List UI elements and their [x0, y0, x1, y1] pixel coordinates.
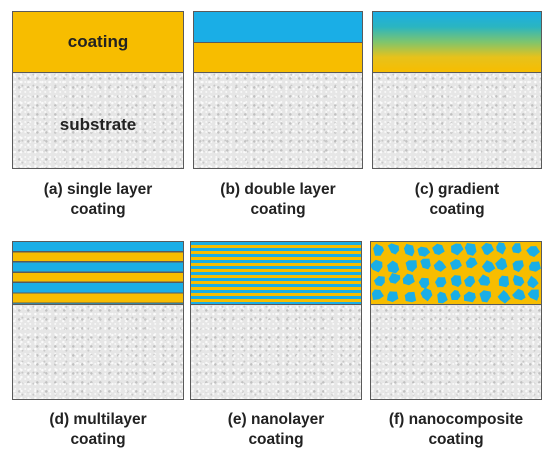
- caption-single-layer: (a) single layer coating: [2, 180, 194, 220]
- caption-line-2: coating: [429, 201, 485, 218]
- caption-line-2: coating: [250, 201, 306, 218]
- nanocomposite-grain: [417, 246, 431, 257]
- nanocomposite-grain: [387, 260, 400, 274]
- nanocomposite-grain: [387, 291, 399, 303]
- nanocomposite-grain: [464, 275, 476, 288]
- nanocomposite-grain: [373, 276, 385, 287]
- nanocomposite-grain: [418, 277, 430, 289]
- substrate-layer: [373, 72, 541, 168]
- nanocomposite-grain: [433, 260, 447, 272]
- caption-line-2: coating: [248, 431, 304, 448]
- coating-layer: [13, 12, 183, 72]
- nanocomposite-grain: [387, 243, 400, 255]
- nanocomposite-grain: [435, 277, 447, 288]
- panel-multilayer: [12, 241, 184, 400]
- caption-line-2: coating: [70, 431, 126, 448]
- nanocomposite-grain: [511, 243, 522, 254]
- coating-label: coating: [67, 32, 129, 51]
- nanocomposite-grain: [437, 291, 448, 304]
- nanocomposite-grain: [404, 291, 417, 303]
- nanocomposite-grain: [481, 260, 496, 273]
- caption-double-layer: (b) double layer coating: [183, 180, 373, 220]
- substrate-layer: [191, 304, 361, 399]
- nanocomposite-grain: [464, 243, 477, 256]
- nanocomposite-grain: [371, 259, 383, 273]
- panel-nanolayer: [190, 241, 362, 400]
- nanocomposite-grains: [371, 242, 541, 304]
- nanocomposite-grain: [451, 243, 464, 256]
- caption-nanolayer: (e) nanolayer coating: [180, 410, 372, 450]
- nanocomposite-grain: [449, 259, 462, 270]
- nanocomposite-grain: [465, 257, 478, 269]
- nanocomposite-grain: [498, 275, 510, 288]
- nanocomposite-grain: [527, 275, 539, 289]
- nanocomposite-grain: [402, 273, 415, 286]
- caption-line-1: (d) multilayer: [49, 411, 147, 428]
- caption-line-1: (e) nanolayer: [227, 411, 325, 428]
- gradient-coating-layer: [373, 12, 541, 72]
- panel-double-layer: [193, 11, 363, 169]
- substrate-layer: [371, 304, 541, 399]
- caption-line-1: (f) nanocomposite: [388, 411, 524, 428]
- caption-line-2: coating: [428, 431, 484, 448]
- substrate-layer: [194, 72, 362, 168]
- substrate-layer: [13, 72, 183, 168]
- nanocomposite-grain: [463, 291, 476, 303]
- nanocomposite-grain: [497, 290, 511, 304]
- nanocomposite-grain: [512, 288, 526, 301]
- nanocomposite-coating-layer: [371, 242, 541, 304]
- top-layer: [194, 12, 362, 43]
- nanocomposite-grain: [527, 289, 539, 301]
- nanocomposite-grain: [478, 274, 491, 286]
- nanocomposite-grain: [481, 242, 494, 256]
- nanocomposite-grain: [405, 260, 417, 273]
- caption-line-2: coating: [70, 201, 126, 218]
- panel-nanocomposite: [370, 241, 542, 400]
- nanocomposite-grain: [432, 243, 445, 255]
- nanocomposite-grain: [420, 258, 431, 270]
- nanocomposite-grain: [479, 290, 492, 303]
- nanocomposite-grain: [450, 275, 462, 287]
- nanocomposite-grain: [373, 243, 385, 256]
- nanocomposite-grain: [512, 260, 524, 273]
- nanocomposite-grain: [495, 257, 508, 271]
- nanocomposite-grain: [450, 290, 461, 300]
- nanocomposite-grain: [371, 289, 384, 300]
- caption-multilayer: (d) multilayer coating: [2, 410, 194, 450]
- caption-gradient: (c) gradient coating: [362, 180, 550, 220]
- caption-line-1: (a) single layer: [43, 181, 153, 198]
- caption-line-1: (b) double layer: [220, 181, 336, 198]
- panel-gradient: [372, 11, 542, 169]
- substrate-label: substrate: [59, 115, 137, 134]
- nanocomposite-grain: [496, 242, 506, 255]
- nanocomposite-grain: [420, 287, 433, 302]
- panel-single-layer: coating substrate: [12, 11, 184, 169]
- nanolayer-stack: [191, 242, 361, 304]
- caption-nanocomposite: (f) nanocomposite coating: [360, 410, 550, 450]
- nanocomposite-grain: [528, 261, 541, 272]
- substrate-layer: [13, 304, 183, 399]
- nanocomposite-grain: [403, 243, 415, 257]
- coating-layer: [194, 43, 362, 72]
- caption-line-1: (c) gradient: [414, 181, 500, 198]
- nanocomposite-grain: [526, 246, 540, 257]
- multilayer-stack: [13, 242, 183, 304]
- nanocomposite-grain: [512, 274, 525, 287]
- nanocomposite-grain: [388, 273, 401, 284]
